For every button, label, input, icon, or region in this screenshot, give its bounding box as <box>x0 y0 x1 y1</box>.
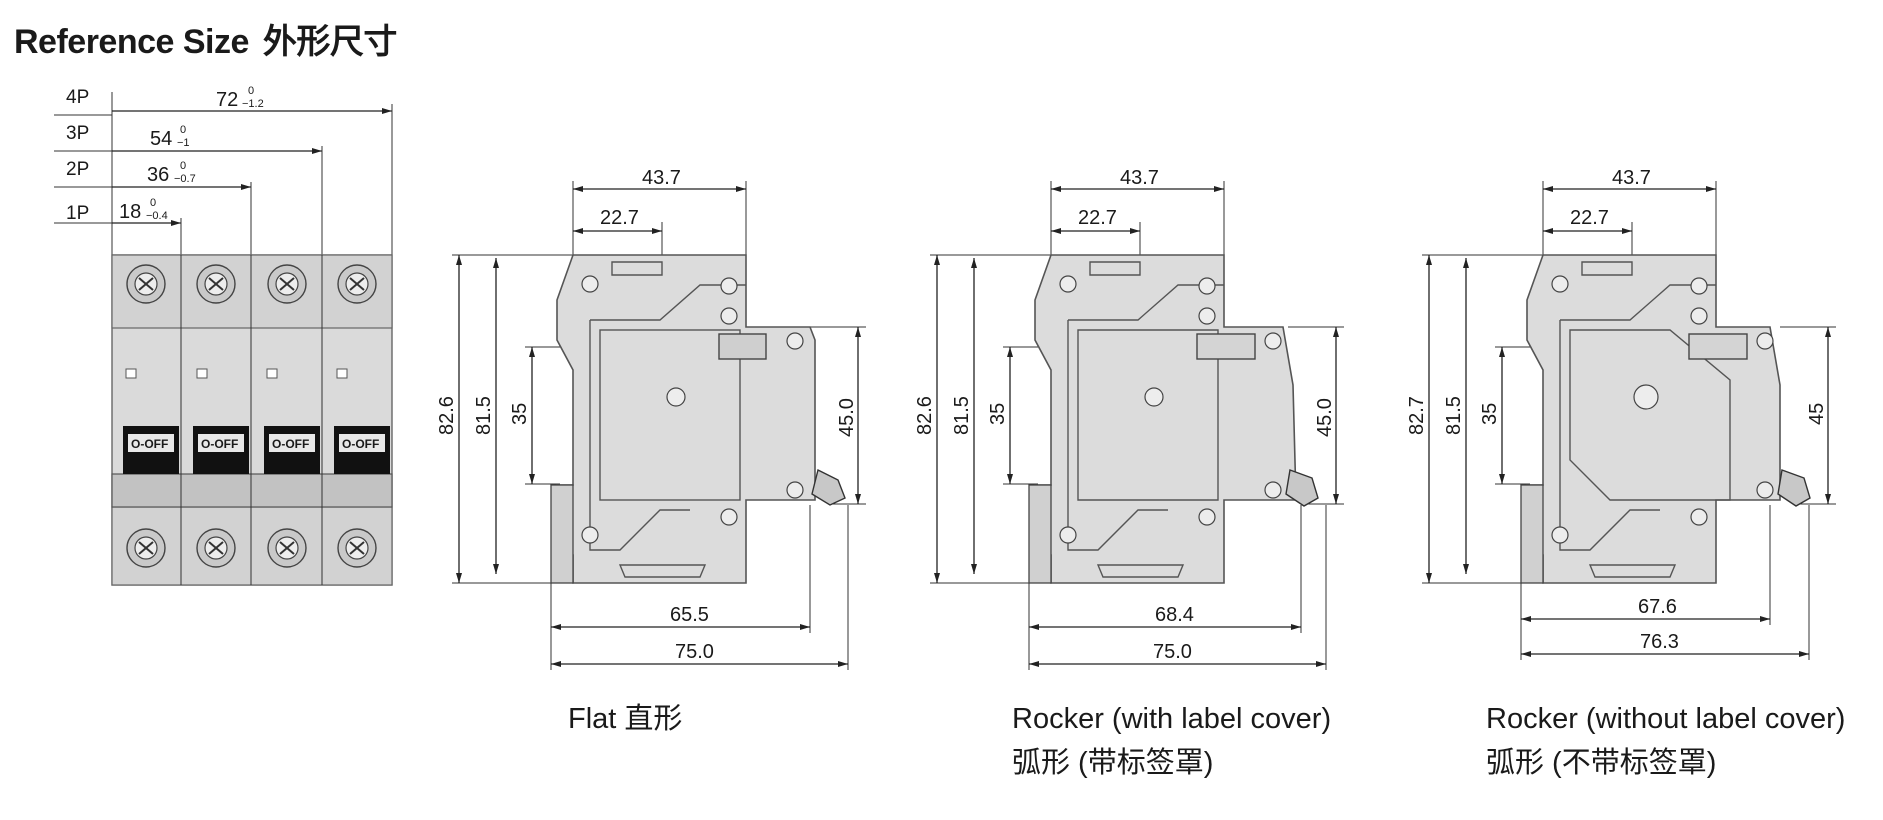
width-2p-upper: 0 <box>180 160 186 172</box>
terminal-screws <box>126 264 377 568</box>
pole-label-4p: 4P <box>66 87 89 108</box>
width-3p: 54 0 −1 <box>150 124 190 150</box>
handle-label-2: O-OFF <box>201 437 238 451</box>
page-title: Reference Size 外形尺寸 <box>14 14 397 63</box>
width-dimension-lines <box>112 104 393 255</box>
rocker-nocover-top-inner: 22.7 <box>1570 207 1609 229</box>
pole-label-grid <box>54 92 113 255</box>
flat-height-outer: 82.6 <box>436 396 458 435</box>
width-1p-lower: −0.4 <box>146 210 168 222</box>
screw-icon <box>267 264 307 304</box>
width-1p-value: 18 <box>119 201 141 223</box>
caption-flat: Flat 直形 <box>568 697 682 741</box>
flat-bottom-outer: 75.0 <box>675 641 714 663</box>
rocker-cover-top-inner: 22.7 <box>1078 207 1117 229</box>
width-3p-value: 54 <box>150 128 172 150</box>
width-4p: 72 0 −1.2 <box>216 85 264 111</box>
width-4p-lower: −1.2 <box>242 98 264 110</box>
screw-icon <box>337 528 377 568</box>
rocker-nocover-top-width: 43.7 <box>1612 167 1651 189</box>
flat-height-body: 81.5 <box>473 396 495 435</box>
handle-label-3: O-OFF <box>272 437 309 451</box>
caption-flat-line1: Flat 直形 <box>568 703 683 735</box>
flat-height-right: 45.0 <box>836 398 858 437</box>
width-4p-value: 72 <box>216 89 238 111</box>
width-2p: 36 0 −0.7 <box>147 160 196 186</box>
rocker-nocover-height-outer: 82.7 <box>1406 396 1428 435</box>
rocker-cover-height-rail: 35 <box>987 403 1009 425</box>
width-2p-value: 36 <box>147 164 169 186</box>
width-2p-lower: −0.7 <box>174 173 196 185</box>
rocker-cover-height-body: 81.5 <box>951 396 973 435</box>
width-1p-upper: 0 <box>150 197 156 209</box>
caption-rocker-cover-line1: Rocker (with label cover) <box>1012 703 1332 735</box>
caption-rocker-without-cover: Rocker (without label cover) 弧形 (不带标签罩) <box>1486 697 1845 785</box>
screw-icon <box>267 528 307 568</box>
caption-rocker-nocover-line2: 弧形 (不带标签罩) <box>1486 747 1717 779</box>
screw-icon <box>196 528 236 568</box>
title-cn: 外形尺寸 <box>262 23 398 61</box>
rocker-nocover-height-body: 81.5 <box>1443 396 1465 435</box>
rocker-nocover-bottom-outer: 76.3 <box>1640 631 1679 653</box>
pole-label-2p: 2P <box>66 159 89 180</box>
width-3p-lower: −1 <box>177 137 190 149</box>
rocker-nocover-bottom-inner: 67.6 <box>1638 596 1677 618</box>
handles <box>123 426 390 474</box>
flat-bottom-inner: 65.5 <box>670 604 709 626</box>
flat-top-inner: 22.7 <box>600 207 639 229</box>
width-4p-upper: 0 <box>248 85 254 97</box>
title-en: Reference Size <box>14 23 249 61</box>
rocker-cover-top-width: 43.7 <box>1120 167 1159 189</box>
screw-icon <box>126 528 166 568</box>
flat-top-width: 43.7 <box>642 167 681 189</box>
flat-height-rail: 35 <box>509 403 531 425</box>
width-1p: 18 0 −0.4 <box>119 197 168 223</box>
screw-icon <box>126 264 166 304</box>
rocker-nocover-height-right: 45 <box>1806 403 1828 425</box>
caption-rocker-cover-line2: 弧形 (带标签罩) <box>1012 747 1214 779</box>
screw-icon <box>337 264 377 304</box>
width-3p-upper: 0 <box>180 124 186 136</box>
rocker-cover-height-outer: 82.6 <box>914 396 936 435</box>
caption-rocker-nocover-line1: Rocker (without label cover) <box>1486 703 1846 735</box>
pole-label-1p: 1P <box>66 203 89 224</box>
rocker-nocover-height-rail: 35 <box>1479 403 1501 425</box>
screw-icon <box>196 264 236 304</box>
caption-rocker-with-cover: Rocker (with label cover) 弧形 (带标签罩) <box>1012 697 1331 785</box>
handle-label-4: O-OFF <box>342 437 379 451</box>
handle-label-1: O-OFF <box>131 437 168 451</box>
breaker-front-body <box>111 254 393 586</box>
rocker-cover-height-right: 45.0 <box>1314 398 1336 437</box>
rocker-cover-bottom-outer: 75.0 <box>1153 641 1192 663</box>
rocker-cover-bottom-inner: 68.4 <box>1155 604 1194 626</box>
pole-label-3p: 3P <box>66 123 89 144</box>
